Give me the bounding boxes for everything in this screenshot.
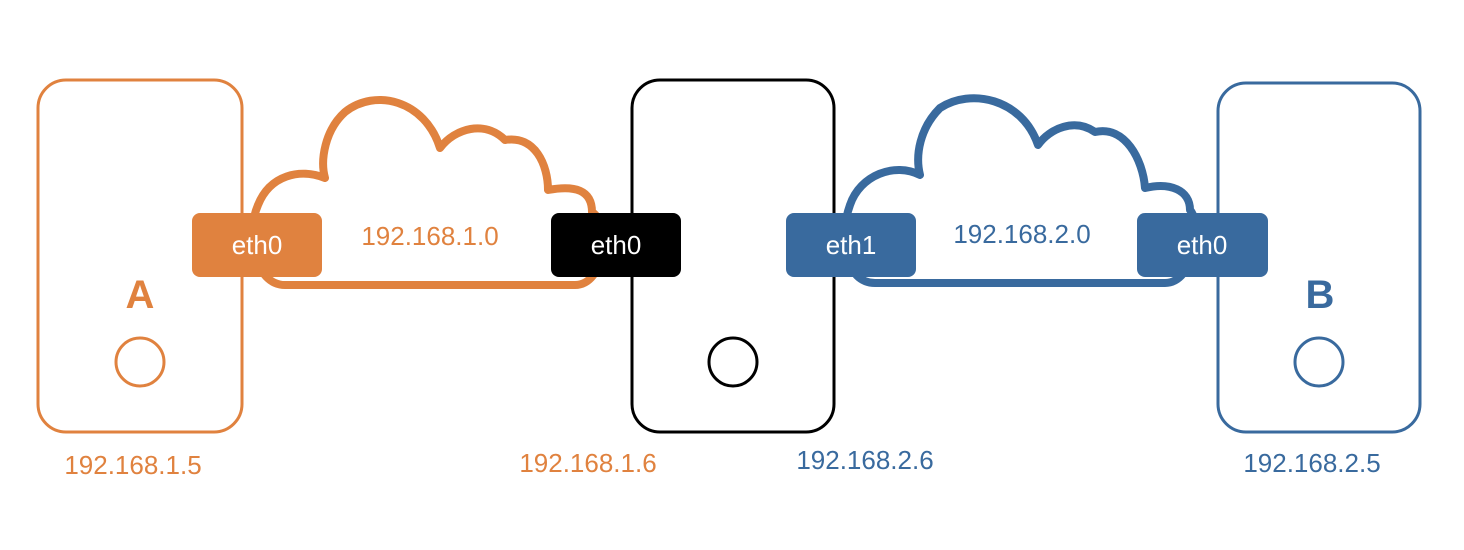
host-a-ip: 192.168.1.5 xyxy=(64,450,201,480)
host-a-eth0-label: eth0 xyxy=(232,230,283,260)
host-a-indicator-icon xyxy=(114,336,166,388)
host-b-indicator-icon xyxy=(1293,336,1345,388)
router-eth0-badge xyxy=(551,213,681,277)
left-network-label: 192.168.1.0 xyxy=(361,221,498,251)
router-eth1-label: eth1 xyxy=(826,230,877,260)
host-a-name: A xyxy=(126,273,155,317)
host-a-eth0-badge xyxy=(192,213,322,277)
right-network-cloud xyxy=(840,94,1200,287)
host-b-eth0-badge xyxy=(1137,213,1268,277)
router-eth1-badge xyxy=(786,213,916,277)
router-left-ip: 192.168.1.6 xyxy=(519,448,656,478)
right-network-label: 192.168.2.0 xyxy=(953,219,1090,249)
host-b-eth0-label: eth0 xyxy=(1177,230,1228,260)
router-right-ip: 192.168.2.6 xyxy=(796,445,933,475)
router-indicator-icon xyxy=(707,336,759,388)
host-b-ip: 192.168.2.5 xyxy=(1243,448,1380,478)
router-eth0-label: eth0 xyxy=(591,230,642,260)
left-network-cloud xyxy=(248,96,608,289)
host-b-name: B xyxy=(1306,273,1335,317)
